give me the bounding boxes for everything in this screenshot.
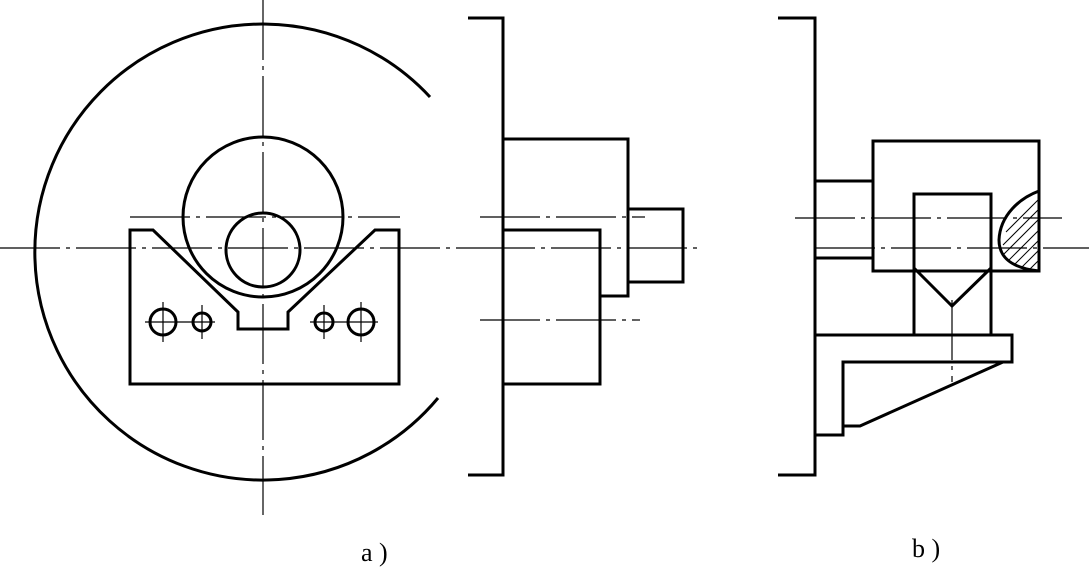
left-bolt-holes [145,302,215,342]
shaft-stub [628,207,685,284]
panel-a-drawing [0,0,700,515]
bore-circle [224,211,302,289]
faceplate-arc [33,22,440,482]
faceplate-side-a [468,16,505,477]
locating-plunger [912,192,993,335]
v-block-outline [128,228,401,386]
spigot [815,179,873,260]
lower-block-side [503,228,602,386]
workpiece-circle [181,135,345,299]
caption-a: a ) [361,538,388,567]
upper-block-side [503,137,630,298]
section-hatching [1002,198,1040,270]
base-plate [815,333,1014,428]
faceplate-side-b [778,16,817,477]
base-support [815,426,845,437]
panel-b-drawing [778,16,1089,477]
break-curve [997,189,1040,273]
right-bolt-holes [310,302,378,342]
main-body-b [871,139,1041,273]
caption-b: b ) [912,534,941,563]
